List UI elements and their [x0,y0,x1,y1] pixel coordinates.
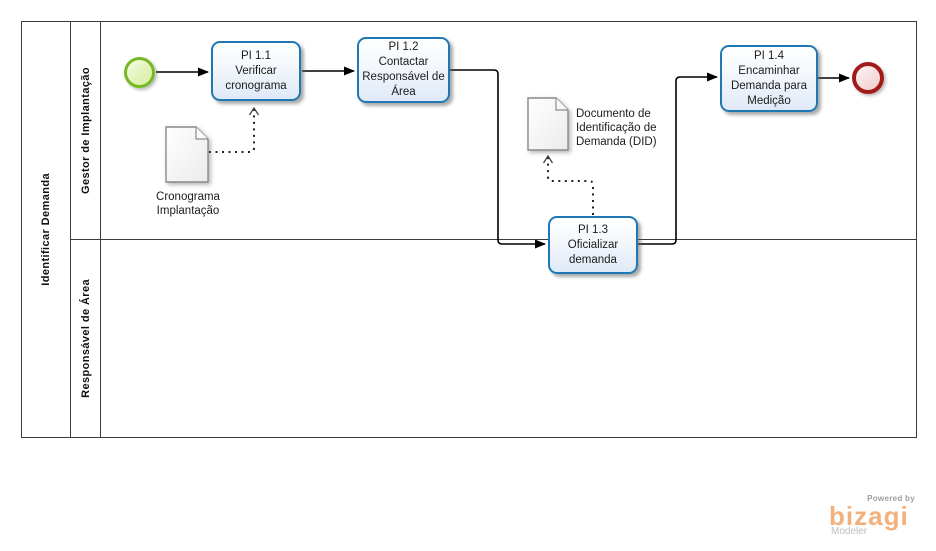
task-label: PI 1.2 Contactar Responsável de Área [362,41,445,98]
pool-header: Identificar Demanda [22,22,71,437]
data-object-cronograma-label: Cronograma Implantação [156,191,220,217]
pool-label: Identificar Demanda [40,173,52,286]
task-label: PI 1.1 Verificar cronograma [225,49,287,92]
task-pi-1-1-verificar-cronograma[interactable]: PI 1.1 Verificar cronograma [211,41,301,101]
task-pi-1-4-encaminhar-demanda[interactable]: PI 1.4 Encaminhar Demanda para Medição [720,45,818,112]
bizagi-logo: bizagi [829,501,909,531]
lane-header-gestor: Gestor de Implantação [71,22,101,239]
bizagi-modeler-text: Modeler [831,526,868,537]
start-event[interactable] [124,57,155,88]
task-pi-1-3-oficializar-demanda[interactable]: PI 1.3 Oficializar demanda [548,216,638,274]
data-object-did-icon[interactable] [527,97,569,151]
lane-header-responsavel: Responsável de Área [71,240,101,437]
data-object-did-label: Documento de Identificação de Demanda (D… [576,108,657,148]
task-label: PI 1.3 Oficializar demanda [567,223,619,266]
lane-label-gestor: Gestor de Implantação [79,67,92,194]
bizagi-branding: Powered by bizagi Modeler [829,494,915,537]
lane-label-responsavel: Responsável de Área [79,279,92,398]
data-object-cronograma-icon[interactable] [165,126,209,183]
task-label: PI 1.4 Encaminhar Demanda para Medição [730,49,808,107]
task-pi-1-2-contactar-responsavel[interactable]: PI 1.2 Contactar Responsável de Área [357,37,450,103]
powered-by-text: Powered by [867,494,915,503]
lane-body-responsavel [101,240,916,437]
lane-responsavel-de-area: Responsável de Área [71,240,916,437]
end-event[interactable] [852,62,884,94]
